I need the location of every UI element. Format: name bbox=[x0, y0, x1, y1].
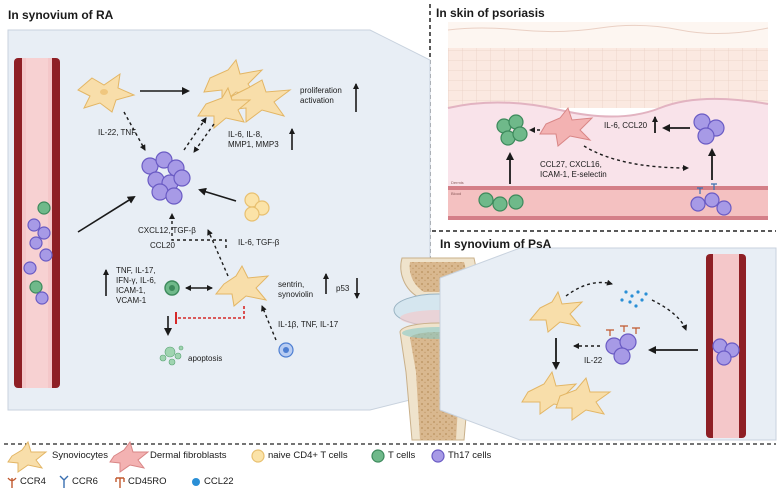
legend-synoviocyte-icon bbox=[7, 440, 48, 473]
legend-ccr4: CCR4 bbox=[20, 476, 46, 487]
label-ifng-il6: IFN-γ, IL-6, bbox=[116, 276, 157, 285]
inhibition-line bbox=[176, 306, 245, 319]
psa-panel-title: In synovium of PsA bbox=[440, 237, 552, 251]
label-icam1: ICAM-1, bbox=[116, 286, 146, 295]
label-il22-psa: IL-22 bbox=[584, 356, 603, 365]
apoptotic-cell bbox=[159, 345, 184, 366]
label-il6-tgfb: IL-6, TGF-β bbox=[238, 238, 280, 247]
label-dermis: Dermis bbox=[451, 180, 464, 185]
label-proliferation: proliferation bbox=[300, 86, 342, 95]
ra-panel-title: In synovium of RA bbox=[8, 8, 114, 22]
legend-fibroblast-icon bbox=[109, 440, 150, 473]
legend-tcell-icon bbox=[371, 449, 385, 463]
label-ccl27: CCL27, CXCL16, bbox=[540, 160, 602, 169]
label-apoptosis: apoptosis bbox=[188, 354, 223, 363]
synoviocyte-cluster bbox=[197, 58, 292, 130]
psoriasis-panel-title: In skin of psoriasis bbox=[436, 6, 545, 20]
label-mmp: MMP1, MMP3 bbox=[228, 140, 279, 149]
legend-naive-icon bbox=[251, 449, 265, 463]
blood-cells-skin bbox=[478, 183, 732, 216]
label-il6-il8: IL-6, IL-8, bbox=[228, 130, 263, 139]
label-vcam1: VCAM-1 bbox=[116, 296, 147, 305]
legend-t-cells: T cells bbox=[388, 450, 416, 461]
legend-ccl22-icon bbox=[192, 478, 200, 486]
label-sentrin: sentrin, bbox=[278, 280, 305, 289]
legend-th17-icon bbox=[431, 449, 445, 463]
vessel-t-cells bbox=[29, 201, 51, 294]
legend-ccr6: CCR6 bbox=[72, 476, 98, 487]
label-activation: activation bbox=[300, 96, 334, 105]
synoviocyte-middle bbox=[214, 264, 270, 307]
label-cxcl12: CXCL12, TGF-β bbox=[138, 226, 196, 235]
t-cell-cluster-skin bbox=[496, 114, 528, 146]
legend-naive-cd4: naive CD4+ T cells bbox=[268, 450, 348, 461]
label-il6-ccl20: IL-6, CCL20 bbox=[604, 121, 648, 130]
th17-cluster-skin bbox=[693, 113, 725, 145]
vessel-th17-cells bbox=[23, 218, 53, 305]
legend-cd45ro: CD45RO bbox=[128, 476, 167, 487]
th17-cluster-ra bbox=[141, 151, 191, 205]
label-blood: Blood bbox=[451, 191, 462, 196]
th17-cluster-psa-tissue bbox=[605, 325, 640, 365]
label-p53: p53 bbox=[336, 284, 350, 293]
legend-ccr6-icon bbox=[59, 475, 69, 488]
label-il22-tnf: IL-22, TNF bbox=[98, 128, 137, 137]
legend-ccl22: CCL22 bbox=[204, 476, 234, 487]
label-icam-eselectin: ICAM-1, E-selectin bbox=[540, 170, 607, 179]
dermal-fibroblast bbox=[539, 106, 594, 147]
label-tnf-il17: TNF, IL-17, bbox=[116, 266, 156, 275]
label-il1b: IL-1β, TNF, IL-17 bbox=[278, 320, 339, 329]
legend-cd45ro-icon bbox=[115, 477, 125, 488]
synoviocyte-psa bbox=[528, 290, 584, 333]
label-ccl20: CCL20 bbox=[150, 241, 175, 250]
th17-cluster-psa-vessel bbox=[712, 338, 740, 366]
synoviocyte-cluster-psa bbox=[521, 370, 612, 421]
legend-ccr4-icon bbox=[7, 477, 17, 488]
legend-synoviocytes: Synoviocytes bbox=[52, 450, 108, 461]
skin-layers bbox=[447, 22, 769, 220]
legend-th17: Th17 cells bbox=[448, 450, 492, 461]
legend-dermal-fibroblasts: Dermal fibroblasts bbox=[150, 450, 227, 461]
ccl22-dots bbox=[620, 290, 648, 308]
label-synoviolin: synoviolin bbox=[278, 290, 314, 299]
naive-cd4-cells-ra bbox=[244, 192, 270, 222]
